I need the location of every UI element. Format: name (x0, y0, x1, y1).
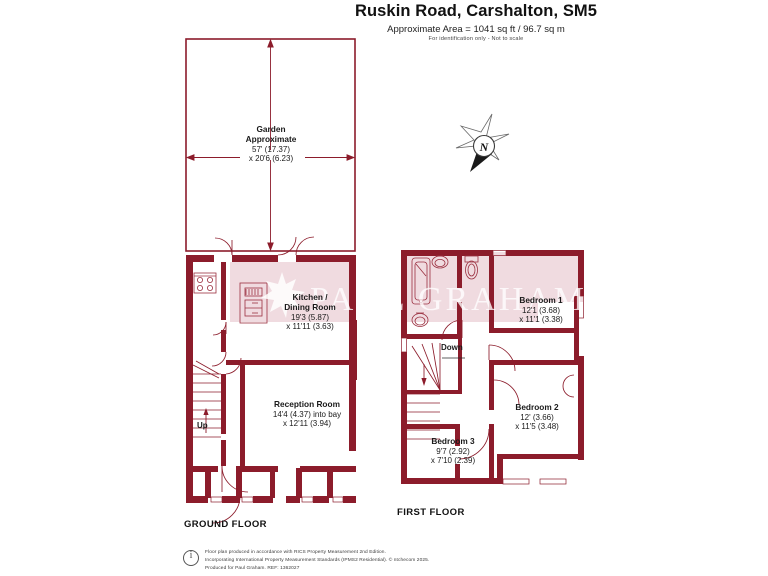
stairs-down-label: Down (441, 343, 463, 352)
toilet-icon (464, 255, 479, 280)
garden-name-line1: Garden (256, 124, 286, 134)
kitchen-name-line2: Dining Room (284, 301, 336, 312)
kitchen-hob-icon (193, 272, 217, 294)
reception-name: Reception Room (274, 399, 340, 409)
bedroom2-dim-1: 12' (3.66) (520, 412, 554, 422)
reception-dim-1: 14'4 (4.37) into bay (272, 409, 342, 419)
room-label-reception: Reception Room 14'4 (4.37) into bay x 12… (246, 399, 368, 429)
footer-text: Floor plan produced in accordance with R… (205, 549, 429, 572)
bedroom3-name: Bedroom 3 (431, 436, 475, 446)
garden-dim-2: x 20'6 (6.23) (248, 154, 294, 163)
approximate-area-text: Approximate Area = 1041 sq ft / 96.7 sq … (387, 24, 565, 35)
bathtub-icon (411, 257, 431, 305)
garden-name-line2: Approximate (245, 133, 297, 144)
stairs-up-label: Up (197, 421, 208, 430)
first-stairs (407, 342, 465, 440)
kitchen-dim-1: 19'3 (5.87) (291, 312, 329, 322)
room-label-kitchen-dining: Kitchen / Dining Room 19'3 (5.87) x 11'1… (254, 292, 366, 331)
compass-rose: N (455, 113, 510, 172)
footer-line-3: Produced for Paul Graham. REF: 1362027 (205, 565, 300, 571)
footer-line-1: Floor plan produced in accordance with R… (205, 550, 387, 555)
bedroom1-dim-2: x 11'1 (3.38) (519, 315, 563, 325)
reception-dim-2: x 12'11 (3.94) (282, 419, 332, 429)
ground-door-swings (211, 236, 315, 524)
bedroom2-name: Bedroom 2 (515, 402, 559, 412)
bedroom3-dim-2: x 7'10 (2.39) (430, 456, 476, 466)
garden-dim-1: 57' (17.37) (252, 144, 290, 154)
svg-text:N: N (479, 140, 490, 154)
kitchen-dim-2: x 11'11 (3.63) (286, 322, 334, 331)
ground-floor-plan (186, 236, 357, 524)
footer: Floor plan produced in accordance with R… (183, 549, 603, 572)
ground-floor-label: GROUND FLOOR (184, 519, 267, 530)
room-label-bedroom-2: Bedroom 2 12' (3.66) x 11'5 (3.48) (492, 402, 582, 432)
bedroom1-name: Bedroom 1 (519, 295, 563, 305)
bedroom1-dim-1: 12'1 (3.68) (522, 305, 560, 315)
page-title: Ruskin Road, Carshalton, SM5 (354, 2, 598, 20)
sink-icon (431, 255, 449, 269)
room-label-bedroom-3: Bedroom 3 9'7 (2.92) x 7'10 (2.39) (408, 436, 498, 466)
first-floor-label: FIRST FLOOR (397, 507, 465, 518)
basin-icon (411, 312, 429, 327)
room-label-garden: Garden Approximate 57' (17.37) x 20'6 (6… (215, 124, 327, 163)
footer-line-2: Incorporating International Property Mea… (205, 557, 430, 563)
bedroom2-dim-2: x 11'5 (3.48) (515, 422, 559, 432)
room-label-bedroom-1: Bedroom 1 12'1 (3.68) x 11'1 (3.38) (496, 295, 586, 325)
info-icon (183, 550, 199, 566)
disclaimer-text: For identification only - Not to scale (428, 36, 524, 42)
bedroom3-dim-1: 9'7 (2.92) (436, 446, 470, 456)
kitchen-name-line1: Kitchen / (292, 292, 328, 302)
